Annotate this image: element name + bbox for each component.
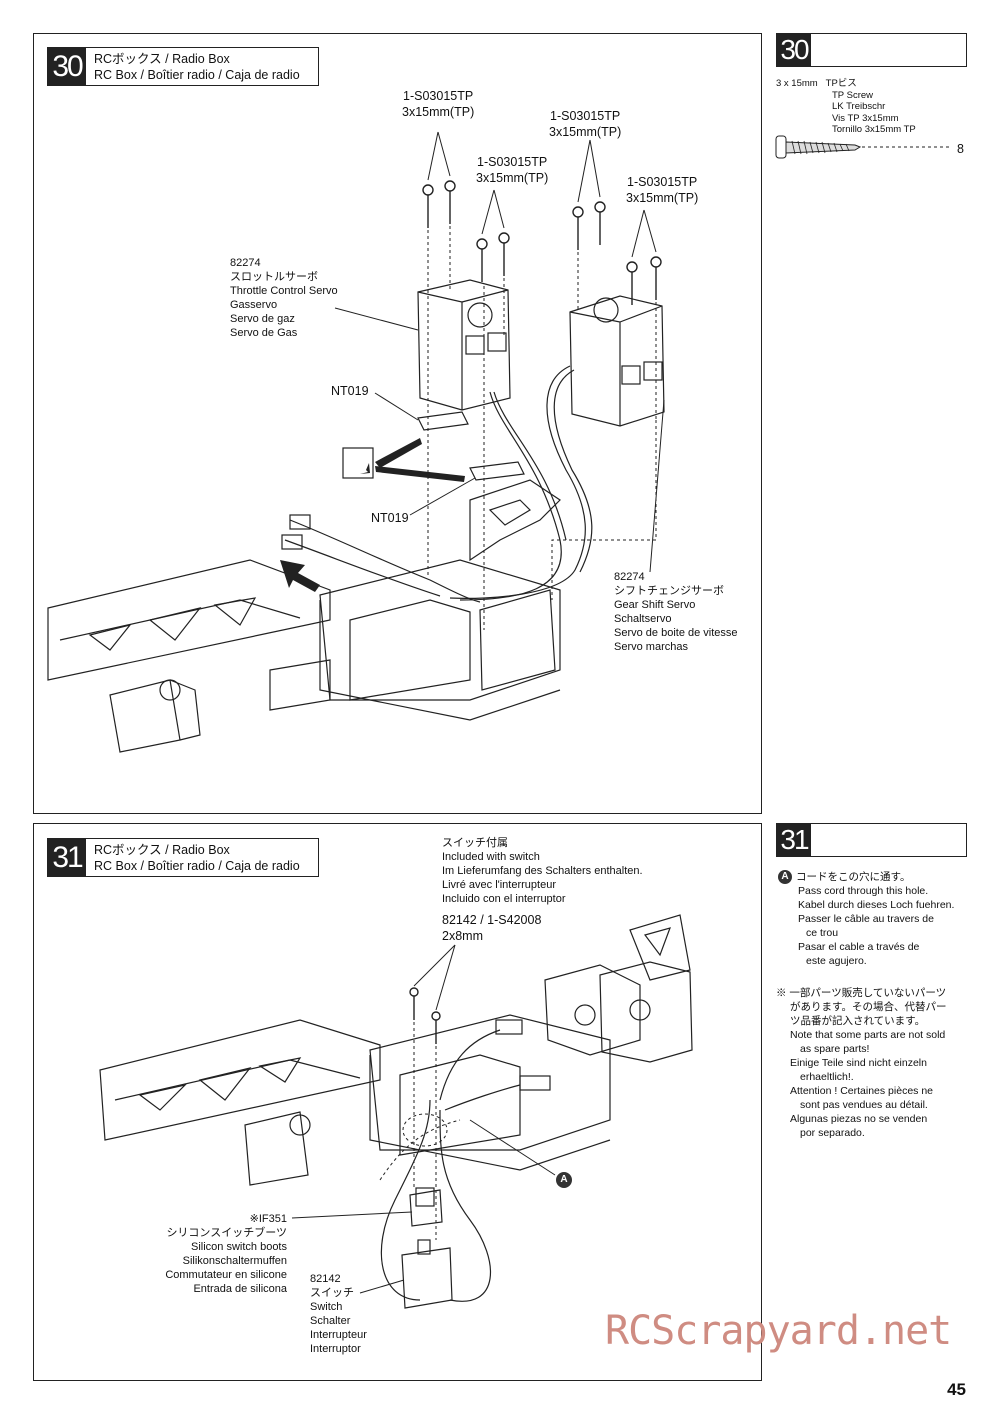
step-30-side-number: 30 — [777, 34, 811, 66]
page-number: 45 — [947, 1380, 966, 1399]
step-30-side-header: 30 — [776, 33, 967, 67]
step-30-arrow-icon — [280, 560, 320, 592]
screw-name-2: LK Treibschr — [832, 101, 886, 112]
nt019-top-label: NT019 — [331, 384, 369, 398]
step-31-number: 31 — [48, 839, 86, 876]
step-31-side-header: 31 — [776, 823, 967, 857]
step-31-title-line1: RCボックス / Radio Box — [94, 842, 230, 857]
watermark: RCScrapyard.net — [605, 1308, 952, 1354]
step-30-leader-lines — [334, 131, 665, 573]
step-30-title-line1: RCボックス / Radio Box — [94, 51, 230, 66]
step-31-note-parts: ※ 一部パーツ販売していないパーツ があります。その場合、代替パー ツ品番が記入… — [776, 987, 947, 1139]
switch-label: 82142 スイッチ Switch Schalter Interrupteur … — [310, 1273, 367, 1355]
included-with-switch-label: スイッチ付属 Included with switch Im Lieferumf… — [442, 837, 643, 905]
screw-label-b: 1-S03015TP 3x15mm(TP) — [476, 155, 549, 185]
step-30-panel — [33, 33, 762, 814]
step-30-zoom-icon — [342, 438, 465, 482]
screw-label-d: 1-S03015TP 3x15mm(TP) — [626, 175, 699, 205]
step-31-chassis-drawing — [99, 914, 693, 1309]
step-31-side-number: 31 — [777, 824, 811, 856]
step-31-screw-label: 82142 / 1-S42008 2x8mm — [442, 913, 542, 943]
screw-size: 3 x 15mm — [776, 78, 818, 89]
nt019-bottom-label: NT019 — [371, 511, 409, 525]
step-31-header: 31 RCボックス / Radio Box RC Box / Boîtier r… — [47, 838, 319, 877]
step-30-title-line2: RC Box / Boîtier radio / Caja de radio — [94, 67, 300, 82]
screw-label-a: 1-S03015TP 3x15mm(TP) — [402, 89, 475, 119]
step-31-leader-lines — [291, 944, 556, 1294]
screw-name-4: Tornillo 3x15mm TP — [832, 124, 916, 135]
shift-servo-label: 82274 シフトチェンジサーボ Gear Shift Servo Schalt… — [614, 571, 738, 653]
step-31-title-line2: RC Box / Boîtier radio / Caja de radio — [94, 858, 300, 873]
step-31-screws — [409, 987, 441, 1044]
step-30-parts-list: 3 x 15mm TPビス TP Screw LK Treibschr Vis … — [776, 78, 916, 136]
screw-qty: 8 — [957, 142, 964, 156]
step-30-header: 30 RCボックス / Radio Box RC Box / Boîtier r… — [47, 47, 319, 86]
screw-jp-name: TPビス — [825, 78, 857, 89]
step-31-panel — [33, 823, 762, 1381]
screw-label-c: 1-S03015TP 3x15mm(TP) — [549, 109, 622, 139]
throttle-servo-label: 82274 スロットルサーボ Throttle Control Servo Ga… — [230, 257, 338, 339]
silicon-boots-label: ※IF351 シリコンスイッチブーツ Silicon switch boots … — [165, 1213, 287, 1295]
screw-name-3: Vis TP 3x15mm — [832, 112, 899, 124]
marker-a-side-icon: A — [778, 870, 792, 885]
step-30-screws — [422, 180, 662, 305]
step-30-number: 30 — [48, 48, 86, 85]
screw-name-1: TP Screw — [832, 89, 874, 101]
marker-a-icon: A — [556, 1172, 572, 1188]
step-31-dashed-guides — [379, 1022, 461, 1240]
step-30-dashed-guides — [427, 226, 657, 630]
